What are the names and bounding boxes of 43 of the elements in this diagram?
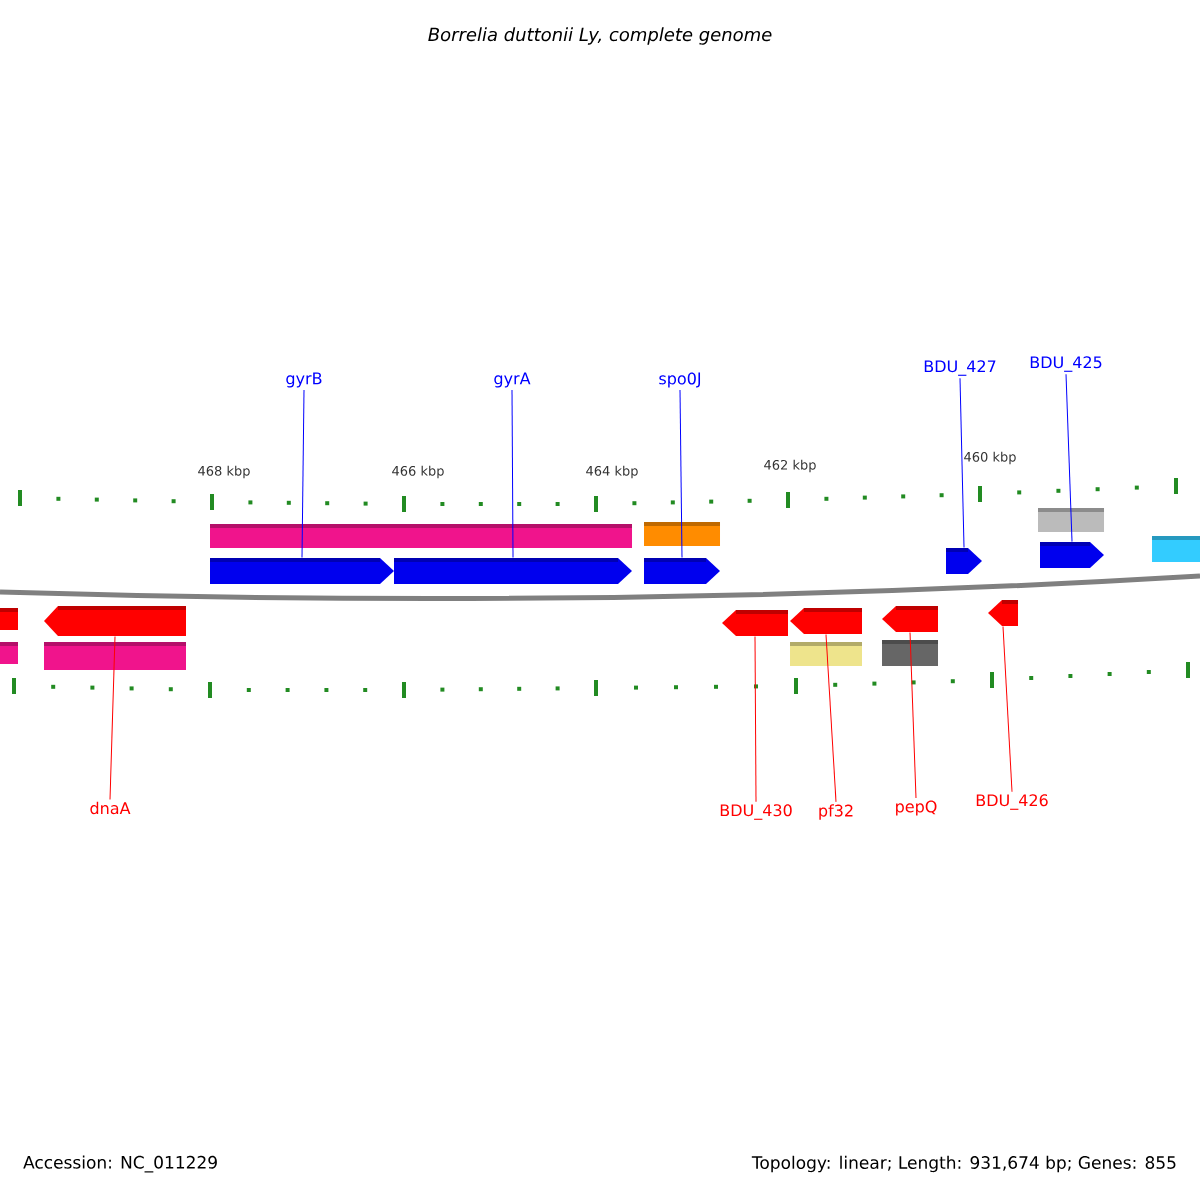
gene-bar [0, 608, 18, 630]
gene-feature [988, 600, 1018, 626]
leader-line [1002, 625, 1013, 793]
footer-text: Topology: linear; Length: 931,674 bp; Genes: 855 [751, 1155, 1176, 1173]
gene-bar [1152, 536, 1200, 562]
gene-label: BDU_430 [720, 804, 792, 820]
gene-bar [394, 524, 632, 548]
gene-bar [882, 640, 938, 666]
gene-bar [210, 524, 394, 548]
gene-feature [644, 558, 720, 584]
leader-line [511, 389, 514, 559]
leader-line [679, 389, 683, 559]
leader-line [825, 633, 837, 803]
gene-label: dnaA [90, 801, 131, 815]
gene-feature [882, 606, 938, 632]
leader-line [959, 377, 965, 549]
gene-bar [1038, 508, 1104, 532]
gene-feature [394, 558, 632, 584]
footer-text: Accession: NC_011229 [23, 1155, 217, 1173]
gene-bar [644, 522, 720, 546]
leader-line [909, 631, 917, 799]
gene-feature [44, 606, 186, 636]
gene-label: pepQ [896, 800, 937, 816]
gene-label: BDU_426 [976, 794, 1048, 810]
leader-line [301, 389, 305, 559]
gene-bar [0, 642, 18, 664]
leader-line [1065, 373, 1073, 543]
gene-label: spo0J [659, 372, 700, 388]
gene-feature [1040, 542, 1104, 568]
gene-feature [722, 610, 788, 636]
gene-feature [946, 548, 982, 574]
title: Borrelia duttonii Ly, complete genome [428, 27, 772, 45]
leader-line [109, 635, 116, 800]
gene-label: gyrA [494, 372, 531, 388]
gene-label: gyrB [286, 372, 322, 388]
gene-bar [44, 642, 186, 670]
gene-feature [790, 608, 862, 634]
gene-bar [790, 642, 862, 666]
leader-line [754, 635, 757, 803]
gene-label: BDU_427 [924, 360, 996, 376]
gene-feature [210, 558, 394, 584]
gene-label: pf32 [819, 804, 853, 820]
gene-label: BDU_425 [1030, 356, 1102, 372]
